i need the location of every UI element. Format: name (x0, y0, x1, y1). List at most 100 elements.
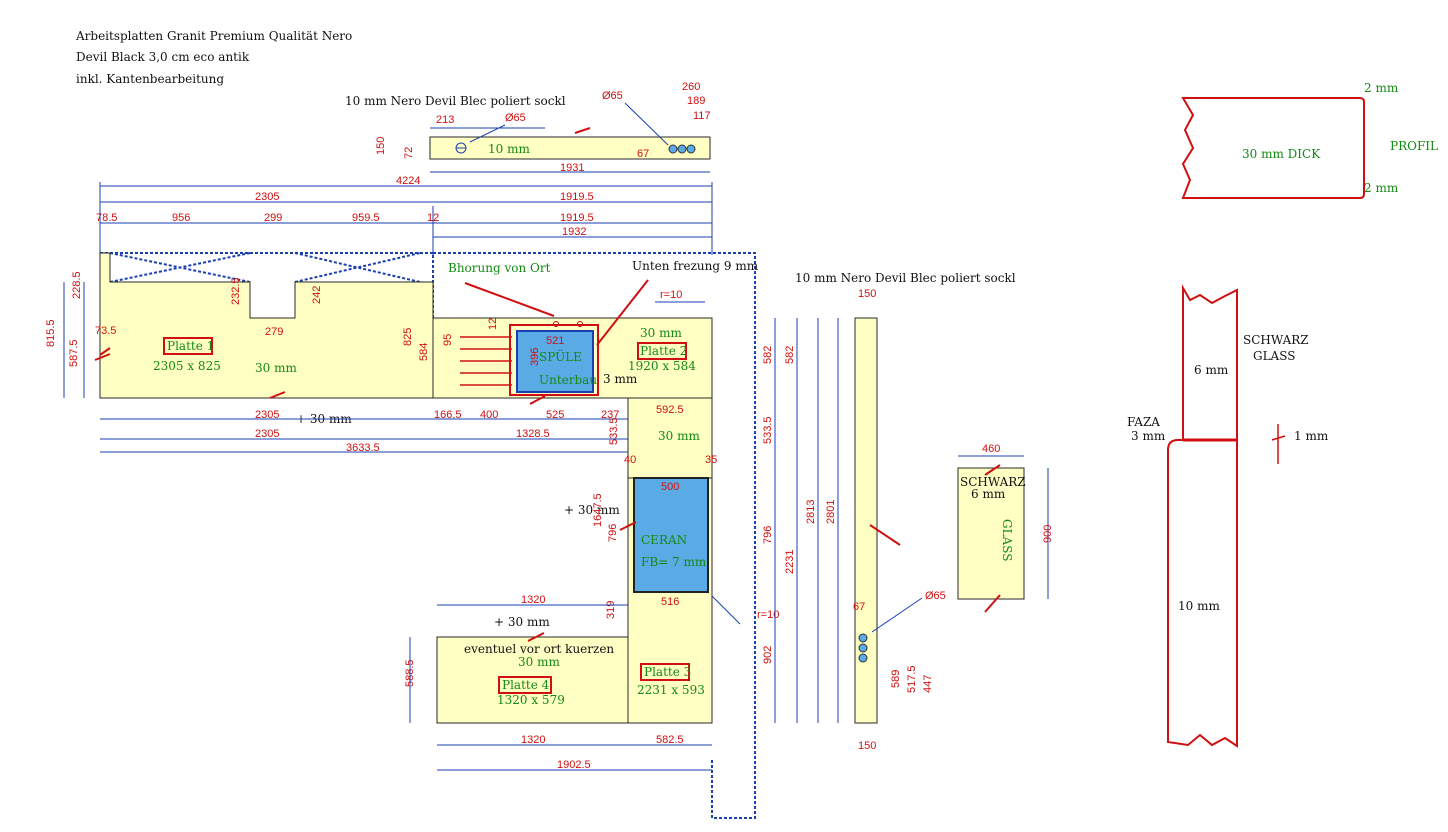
dim-956: 956 (172, 212, 190, 224)
dim-1320-top: 1320 (521, 594, 545, 606)
hob-width-top: 500 (661, 481, 679, 493)
plate-3-size: 2231 x 593 (637, 683, 705, 697)
sink-label: SPÜLE (539, 348, 582, 364)
plate-4-shape (436, 636, 629, 724)
socket-holes-right (668, 144, 696, 154)
arrow-bohrung (464, 282, 555, 317)
sockel-side-strip (854, 317, 878, 724)
glass-panel-shape (957, 467, 1025, 600)
dim-2305-a: 2305 (255, 409, 279, 421)
annotation-plus30-c: + 30 mm (494, 615, 550, 629)
plate-2-thick-b: 30 mm (658, 429, 700, 443)
sockel-side-dim-517-5: 517.5 (906, 665, 918, 693)
section-title-2: GLASS (1253, 349, 1295, 363)
profile-shape (1181, 97, 1365, 199)
glass-title: SCHWARZ (960, 475, 1026, 489)
left-break-mark (99, 347, 111, 356)
dim-299: 299 (264, 212, 282, 224)
top-dimensions: 4224 2305 1919.5 78.5 956 299 959.5 12 1… (96, 175, 713, 255)
sockel-top-hole-right: Ø65 (602, 90, 623, 102)
plate-2-size: 1920 x 584 (628, 359, 696, 373)
annotation-three-mm: 3 mm (603, 372, 638, 386)
dim-35: 35 (705, 454, 717, 466)
dim-166-5: 166.5 (434, 409, 462, 421)
sockel-top-break (574, 127, 591, 134)
plate-4-tag (498, 676, 552, 694)
plate-2-thick: 30 mm (640, 326, 682, 340)
dim-592-5: 592.5 (656, 404, 684, 416)
plate-1-thick: 30 mm (255, 361, 297, 375)
header-line-2: Devil Black 3,0 cm eco antik (76, 50, 250, 64)
glass-width: 460 (982, 443, 1000, 455)
header-line-3: inkl. Kantenbearbeitung (76, 72, 224, 86)
plate-1: Platte 1 2305 x 825 30 mm (94, 252, 434, 399)
hob-ceran (633, 477, 709, 593)
glass-panel: 460 900 SCHWARZ 6 mm GLASS (957, 443, 1054, 613)
sockel-side-leader (871, 597, 923, 633)
section-one-mm-tick (1271, 435, 1286, 441)
dim-1328-5: 1328.5 (516, 428, 550, 440)
glass-break-bottom (984, 594, 1001, 613)
plate-1-break-mark-left (94, 353, 111, 361)
section-six: 6 mm (1194, 363, 1229, 377)
plate-1-size: 2305 x 825 (153, 359, 221, 373)
sink-sub: Unterbau (539, 373, 597, 387)
leader-r-bottom (711, 595, 741, 625)
dim-533-5-left: 533.5 (608, 417, 620, 445)
plate-1-shape (99, 252, 434, 399)
sockel-top-dim-189: 189 (687, 95, 705, 107)
sockel-side-dim-589: 589 (890, 670, 902, 688)
dim-1902-5: 1902.5 (557, 759, 591, 771)
sockel-side: 10 mm Nero Devil Blec poliert sockl 150 … (795, 271, 1016, 752)
plate-1-tag (163, 337, 213, 355)
dim-815-5: 815.5 (45, 319, 57, 347)
dim-40: 40 (624, 454, 636, 466)
annotation-plus30-b: + 30 mm (564, 503, 620, 517)
glass-break-top (984, 464, 1001, 476)
dim-582-5: 582.5 (656, 734, 684, 746)
section-title-1: SCHWARZ (1243, 333, 1309, 347)
sockel-side-holes (858, 633, 868, 663)
dim-2813: 2813 (805, 500, 817, 524)
dim-1647-5: 1647.5 (592, 493, 604, 527)
profile-label: 30 mm DICK (1242, 147, 1321, 161)
plate-4: Platte 4 1320 x 579 eventuel vor ort kue… (436, 632, 629, 724)
dim-2231: 2231 (784, 550, 796, 574)
sockel-side-dim-67: 67 (853, 601, 865, 613)
dim-right-1919-5: 1919.5 (560, 191, 594, 203)
dim-228-5: 228.5 (71, 271, 83, 299)
plate-1-break-mark (269, 391, 286, 399)
dim-796-r: 796 (762, 526, 774, 544)
sink-width: 521 (546, 335, 564, 347)
section-outline (1167, 284, 1238, 748)
sockel-top-hole-left: Ø65 (505, 112, 526, 124)
dim-825: 825 (402, 328, 414, 346)
sockel-side-dim-447: 447 (922, 675, 934, 693)
sockel-top-dim-150: 150 (375, 137, 387, 155)
plate-2-break-mark (529, 395, 546, 405)
dim-1932: 1932 (562, 226, 586, 238)
annotation-fraesung: Unten frezung 9 mm (632, 259, 759, 273)
section-one: 1 mm (1294, 429, 1329, 443)
left-dimensions: 228.5 815.5 587.5 73.5 232.5 279 242 825… (45, 271, 499, 398)
dim-587-5: 587.5 (68, 339, 80, 367)
plate-3-break-mark (619, 521, 637, 531)
sockel-top-dim-213: 213 (436, 114, 454, 126)
dim-12-v: 12 (487, 318, 499, 330)
sink: SPÜLE Unterbau 521 396 (460, 321, 599, 396)
plate-3-label: Platte 3 (644, 665, 691, 679)
hob-width-bottom: 516 (661, 596, 679, 608)
annotation-kuerzen: eventuel vor ort kuerzen (464, 642, 614, 656)
sockel-top: 10 mm Nero Devil Blec poliert sockl 10 m… (345, 81, 711, 174)
sink-height: 396 (529, 348, 541, 366)
annotation-r-top: r=10 (660, 289, 682, 301)
right-dimensions: 582 582 533.5 796 2231 2813 2801 902 (762, 318, 839, 723)
dim-2305-b: 2305 (255, 428, 279, 440)
sink-basin (516, 330, 594, 393)
dim-582-r2: 582 (784, 346, 796, 364)
plate-2-label: Platte 2 (640, 344, 687, 358)
plate-3-tag (640, 663, 690, 681)
dim-1919-5-b: 1919.5 (560, 212, 594, 224)
tap-hole-2 (577, 321, 583, 327)
dim-959-5: 959.5 (352, 212, 380, 224)
